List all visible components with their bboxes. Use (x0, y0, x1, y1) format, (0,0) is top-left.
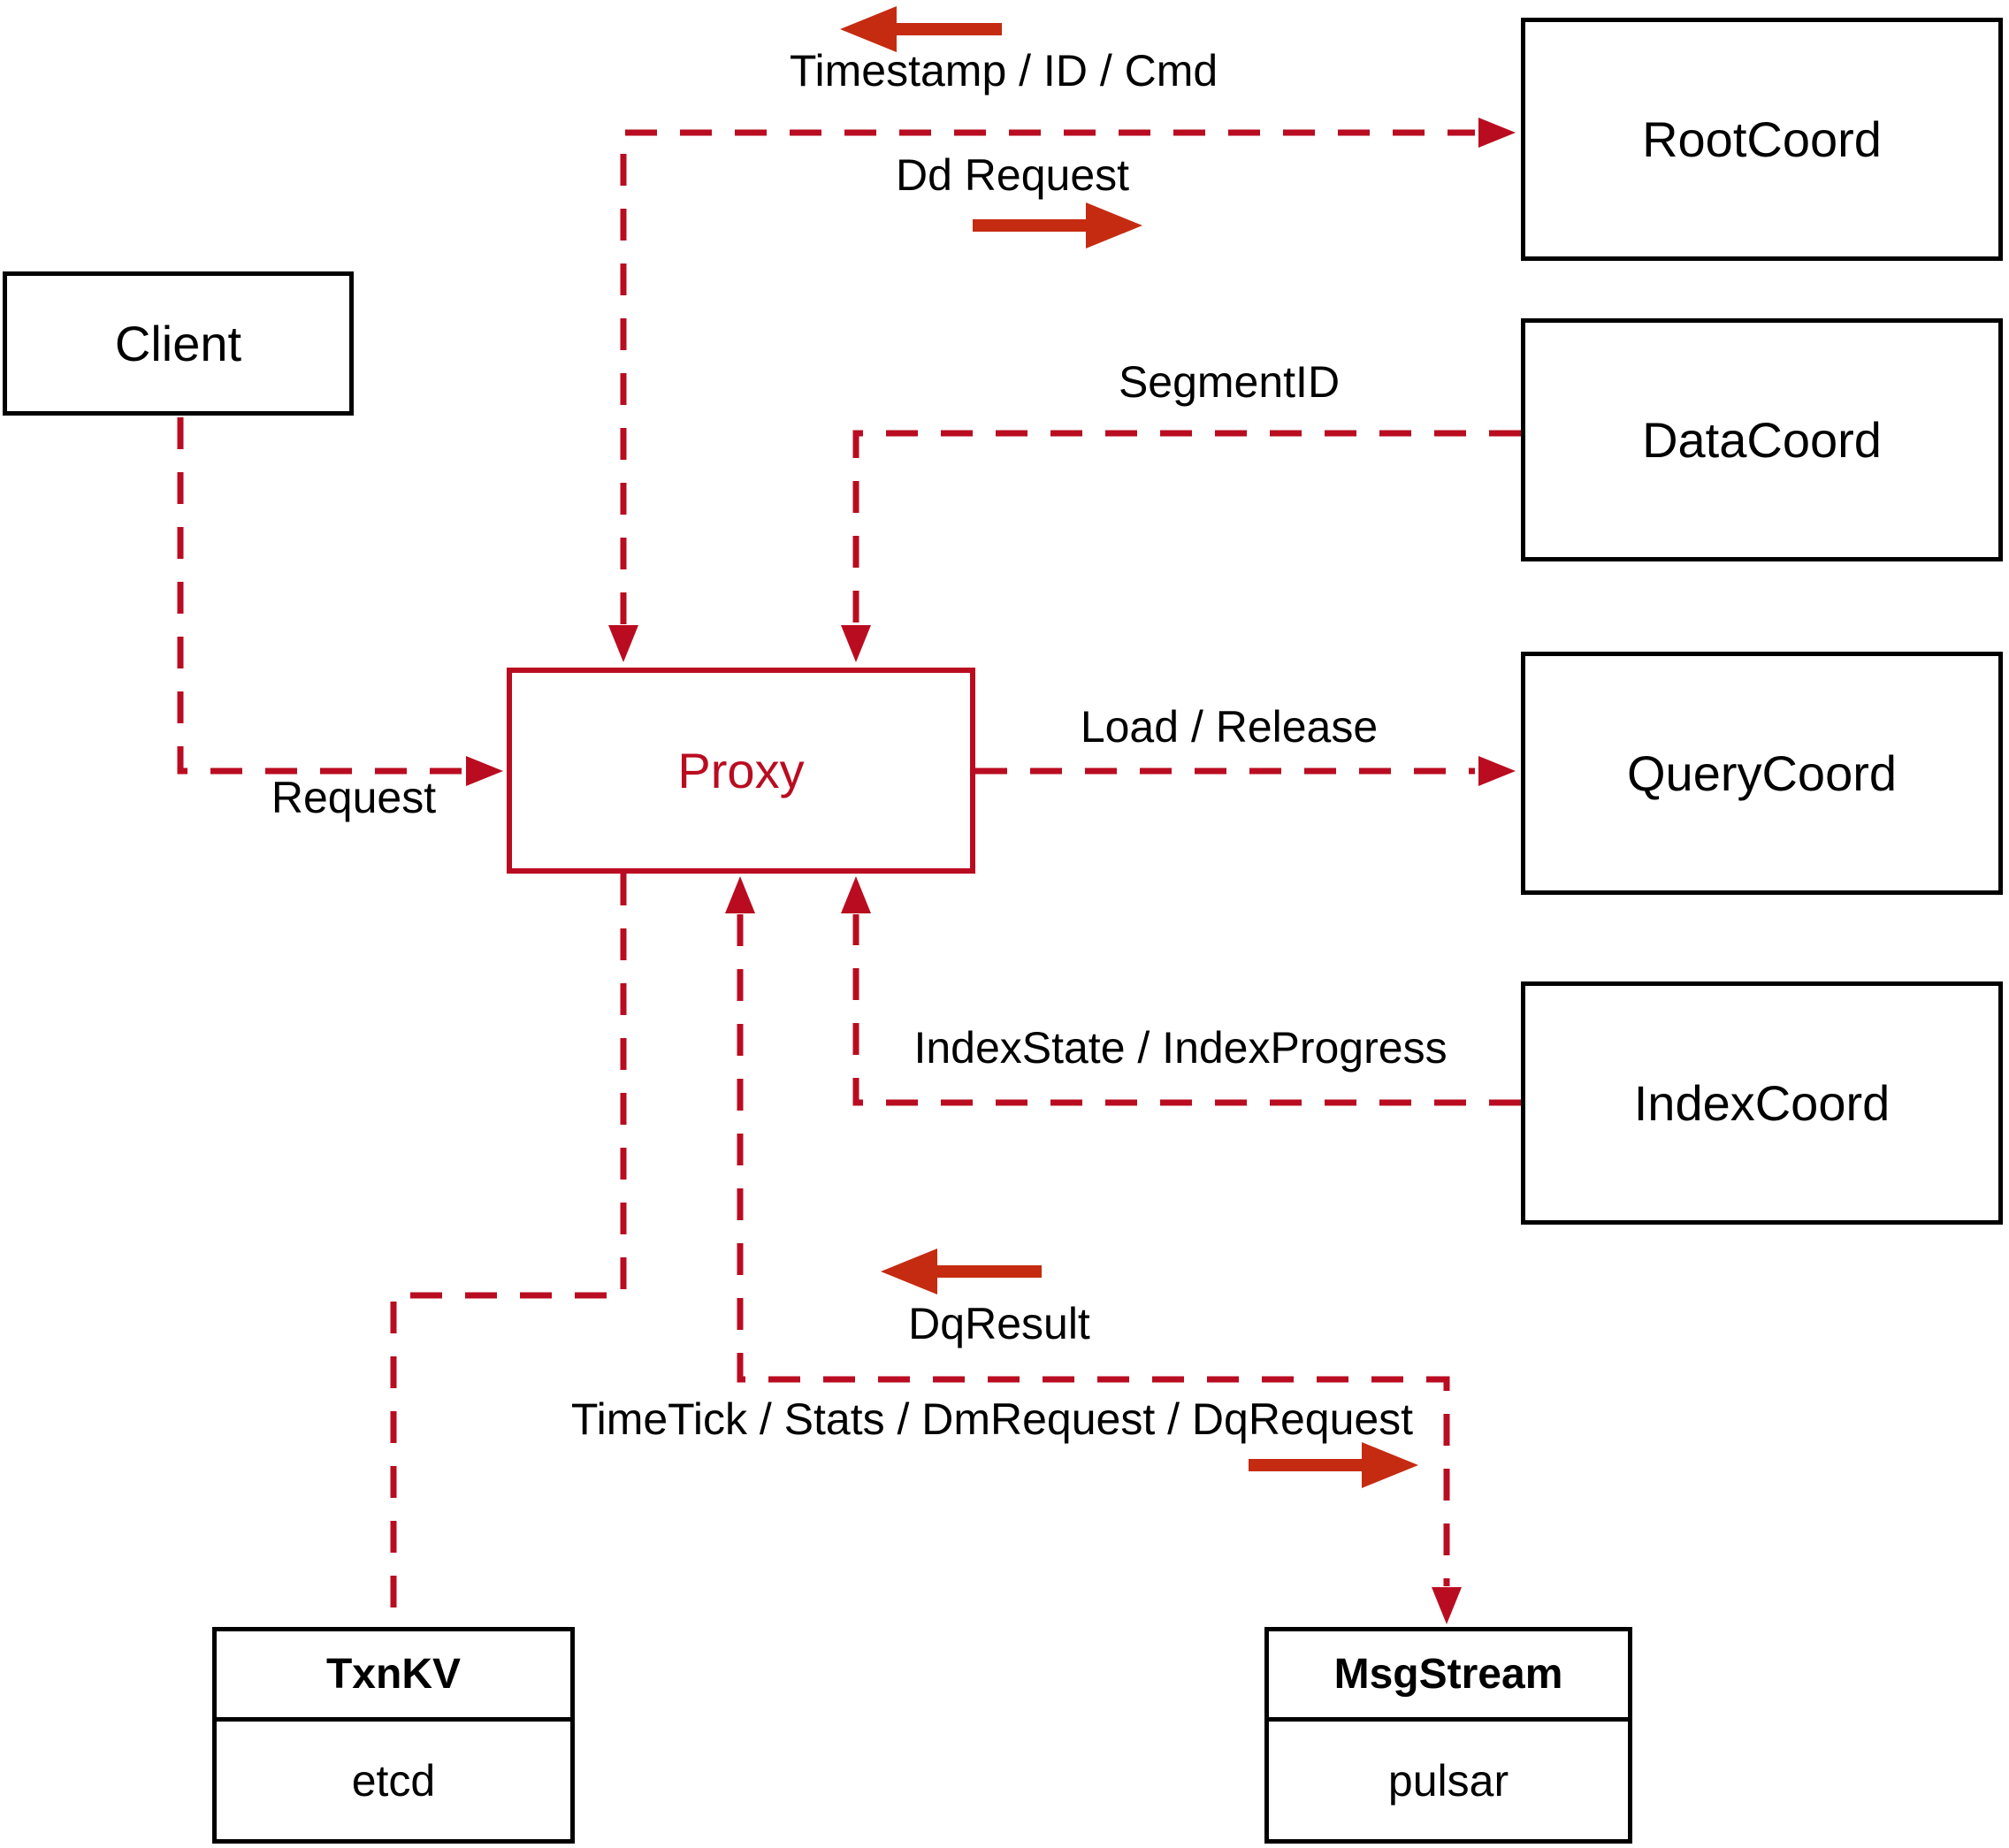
edge-label-dqresult: DqResult (908, 1299, 1090, 1348)
arrowhead-datacoord-proxy (841, 625, 871, 662)
node-datacoord: DataCoord (1521, 318, 2003, 561)
edge-label-timestamp-id-cmd: Timestamp / ID / Cmd (789, 46, 1218, 95)
txnkv-title: TxnKV (217, 1631, 570, 1722)
proxy-label: Proxy (677, 743, 805, 798)
left-arrow-dqresult-icon (881, 1249, 1042, 1294)
edge-label-request: Request (271, 773, 437, 822)
node-querycoord: QueryCoord (1521, 652, 2003, 895)
edge-label-timetick-stats-dmrequest-dqrequest: TimeTick / Stats / DmRequest / DqRequest (570, 1394, 1414, 1444)
edge-indexcoord-proxy (852, 914, 1521, 1106)
edge-proxy-txnkv (390, 874, 627, 1625)
txnkv-implementation: etcd (351, 1755, 436, 1806)
node-rootcoord: RootCoord (1521, 18, 2003, 261)
node-indexcoord: IndexCoord (1521, 981, 2003, 1225)
rootcoord-label: RootCoord (1642, 111, 1882, 167)
right-arrow-dqrequest-icon (1249, 1442, 1418, 1488)
arrowhead-rootcoord-proxy (608, 625, 638, 662)
left-arrow-timestamp-icon (840, 6, 1002, 52)
edge-proxy-msgstream (737, 914, 1450, 1586)
querycoord-label: QueryCoord (1626, 745, 1898, 801)
arrowhead-client-proxy (466, 756, 503, 786)
edge-label-dd-request: Dd Request (895, 150, 1130, 200)
node-proxy: Proxy (507, 668, 975, 874)
client-label: Client (114, 316, 242, 371)
right-arrow-dd-request-icon (973, 202, 1142, 248)
edge-proxy-rootcoord (620, 129, 1475, 624)
arrowhead-proxy-querycoord (1478, 756, 1516, 786)
arrowhead-msgstream-proxy (725, 876, 755, 913)
node-msgstream: MsgStream pulsar (1264, 1627, 1632, 1844)
edge-datacoord-proxy (852, 430, 1521, 624)
edge-label-load-release: Load / Release (1080, 702, 1379, 752)
msgstream-implementation: pulsar (1387, 1755, 1509, 1806)
edge-label-indexstate-indexprogress: IndexState / IndexProgress (913, 1023, 1448, 1073)
edge-label-segment-id: SegmentID (1118, 357, 1341, 407)
node-client: Client (3, 271, 354, 416)
edge-client-proxy (177, 417, 465, 775)
node-txnkv: TxnKV etcd (212, 1627, 575, 1844)
arrowhead-proxy-msgstream (1432, 1587, 1462, 1624)
msgstream-title: MsgStream (1269, 1631, 1628, 1722)
indexcoord-label: IndexCoord (1633, 1075, 1891, 1131)
datacoord-label: DataCoord (1642, 412, 1882, 468)
arrowhead-indexcoord-proxy (841, 876, 871, 913)
arrowhead-proxy-rootcoord (1478, 118, 1516, 148)
